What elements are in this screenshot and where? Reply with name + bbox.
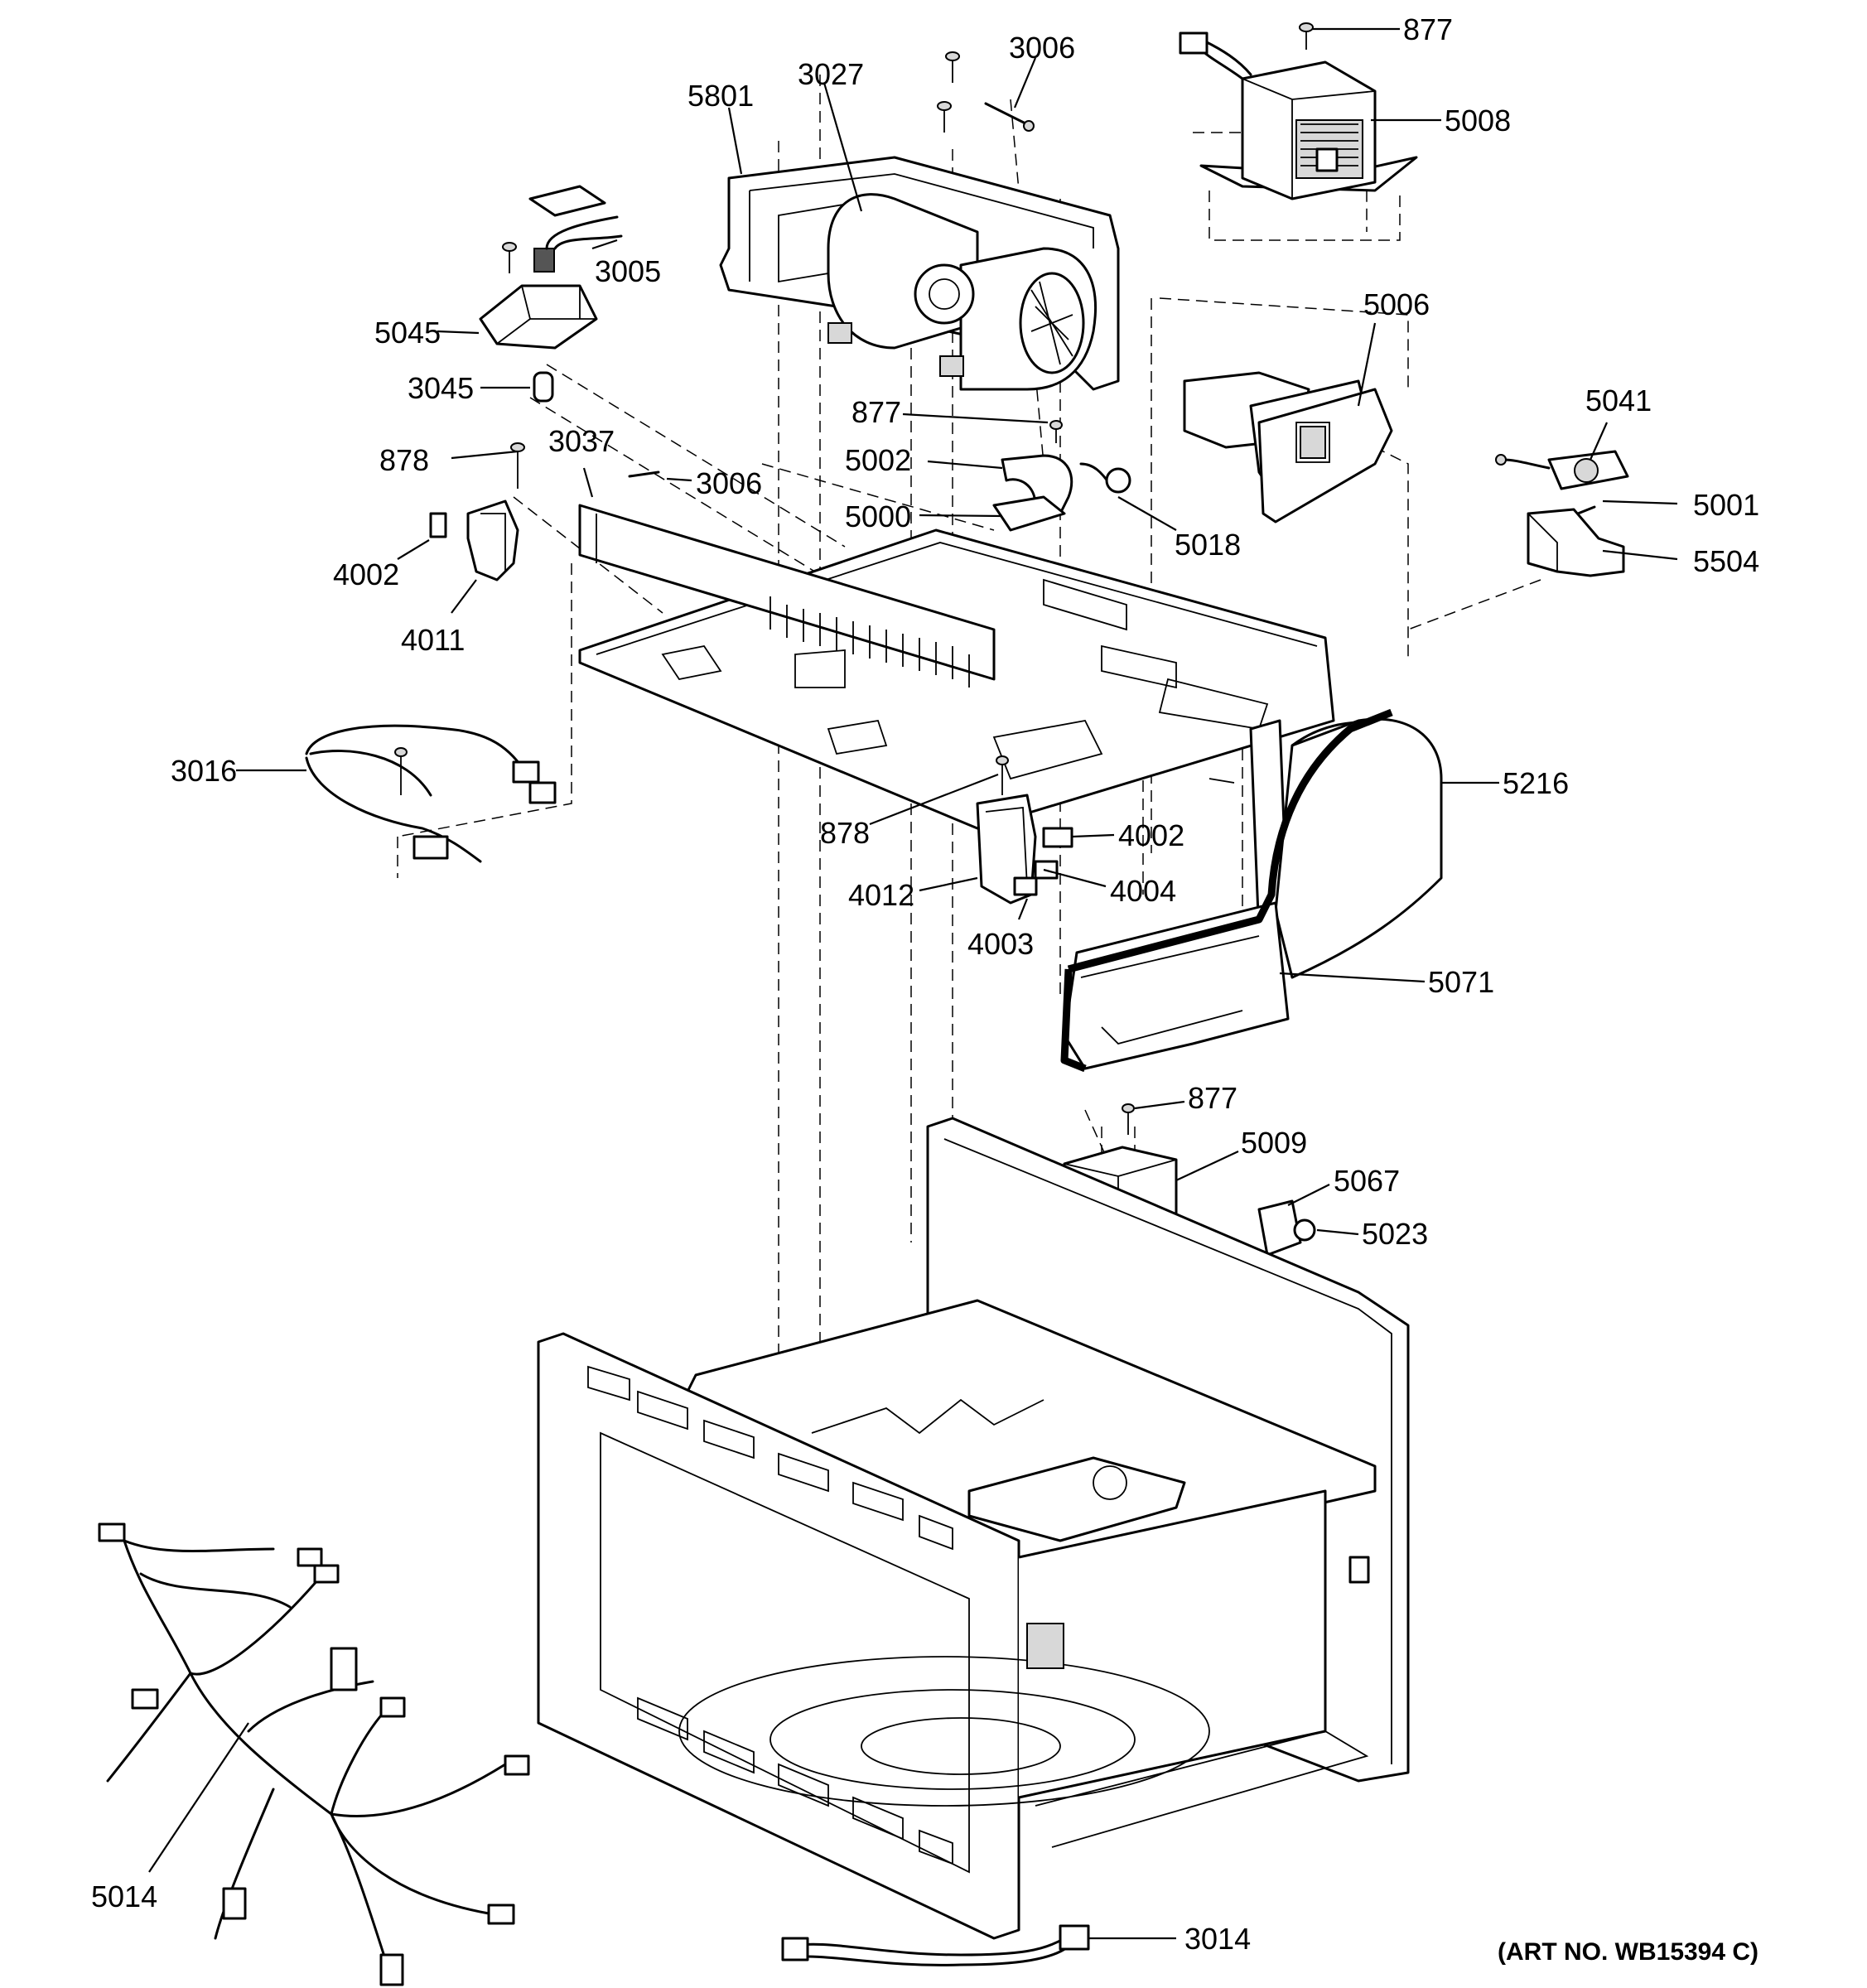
label-5504: 5504 [1693,544,1759,578]
label-877-a: 877 [1403,12,1453,46]
top-plate [578,504,1335,830]
label-878-b: 878 [820,816,870,850]
label-3016: 3016 [171,754,237,788]
part-labels: 877 5008 3006 3027 5801 3005 5045 3045 5… [91,12,1759,1966]
label-5009: 5009 [1241,1126,1307,1160]
label-5000: 5000 [845,499,911,533]
label-4002-a: 4002 [333,557,399,591]
label-3006-a: 3006 [1009,31,1075,65]
blower-assembly [719,156,1120,391]
label-5023: 5023 [1362,1217,1428,1251]
screw-3006-a [937,51,1035,133]
label-4002-b: 4002 [1118,818,1184,852]
label-5001: 5001 [1693,488,1759,522]
label-3037: 3037 [548,424,615,458]
harness-5014 [98,1522,530,1986]
label-3027: 3027 [798,57,864,91]
air-duct-5071 [1060,708,1443,1073]
label-5071: 5071 [1428,965,1494,999]
harness-3016 [305,724,557,863]
label-3006-b: 3006 [696,466,762,500]
label-5014: 5014 [91,1879,157,1913]
label-5067: 5067 [1334,1164,1400,1198]
transformer-5008 [1179,22,1418,200]
light-assembly [479,185,623,403]
damper-5006 [1183,371,1393,524]
leader-lines [148,27,1678,1940]
label-877-b: 877 [851,395,901,429]
label-5018: 5018 [1175,528,1241,562]
label-3045: 3045 [408,371,474,405]
switch-bracket-4012 [976,755,1235,905]
stirrer-5002 [992,420,1131,532]
label-5006: 5006 [1363,287,1430,321]
label-5041: 5041 [1585,384,1652,417]
label-5801: 5801 [687,79,754,113]
label-877-c: 877 [1188,1081,1237,1115]
label-3005: 3005 [595,254,661,288]
label-5008: 5008 [1445,104,1511,138]
label-4012: 4012 [848,878,914,912]
latch-4011 [429,442,660,581]
label-878-a: 878 [379,443,429,477]
label-5216: 5216 [1503,766,1569,800]
label-4011: 4011 [401,623,465,657]
cable-3014 [781,1924,1090,1966]
label-5045: 5045 [374,316,441,350]
label-5002: 5002 [845,443,911,477]
thermal-5041 [1495,450,1629,577]
label-4004: 4004 [1110,874,1176,908]
oven-cavity [537,1117,1410,1940]
art-number: (ART NO. WB15394 C) [1498,1938,1758,1966]
label-3014: 3014 [1184,1922,1251,1956]
label-4003: 4003 [967,927,1034,961]
